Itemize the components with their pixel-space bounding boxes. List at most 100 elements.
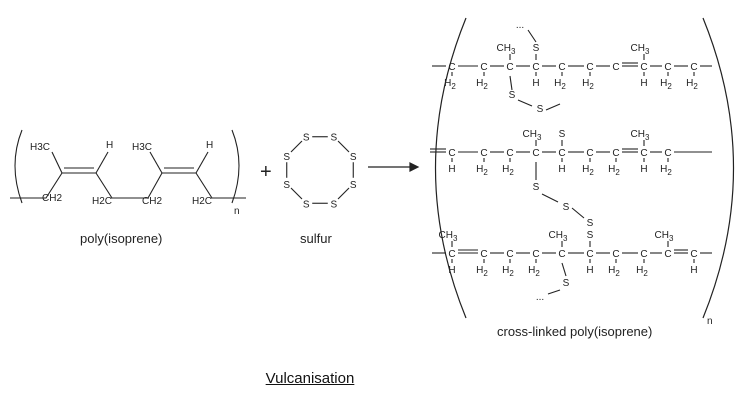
backbone-atom: C	[506, 148, 513, 159]
s-s-bond	[337, 140, 350, 153]
reaction-arrow	[368, 162, 420, 172]
backbone-atom: C	[558, 148, 565, 159]
hydrogen-atom: H2	[444, 78, 456, 91]
hydrogen-atom: H2	[660, 164, 672, 177]
hydrogen-atom: H2	[582, 78, 594, 91]
s-s-bond	[337, 187, 350, 200]
hydrogen-atom: H	[448, 265, 455, 276]
backbone-atom: C	[664, 148, 671, 159]
s-bond	[547, 289, 561, 295]
ellipsis: ...	[536, 292, 544, 303]
methyl-group: CH3	[497, 43, 516, 56]
backbone-atom: C	[612, 148, 619, 159]
sulfur-crosslinks: ... S S S S S S...	[509, 20, 594, 303]
atom-methylene: H2C	[92, 196, 112, 207]
backbone-atom: C	[664, 62, 671, 73]
backbone-atom: C	[690, 249, 697, 260]
sulfur-atom: S	[563, 278, 570, 289]
caption: Vulcanisation	[265, 370, 355, 387]
s-bond	[561, 262, 567, 277]
atom-methylene: CH2	[42, 193, 62, 204]
left-bracket	[14, 129, 23, 204]
product-brackets	[434, 17, 735, 319]
hydrogen-atom: H2	[686, 78, 698, 91]
polyisoprene-atoms: H3C H H3C H CH2 H2C CH2 H2C n	[30, 140, 240, 217]
backbone-atom: C	[448, 62, 455, 73]
s-bond	[545, 103, 561, 111]
sulfur-atom: S	[350, 152, 357, 163]
methyl-group: CH3	[523, 129, 542, 142]
hydrogen-atom: H2	[554, 78, 566, 91]
s-s-bond	[290, 187, 303, 200]
hydrogen-atom: H2	[476, 78, 488, 91]
methyl-group: CH3	[439, 230, 458, 243]
sulfur-atom: S	[559, 129, 566, 140]
sulfur-atom: S	[330, 133, 337, 144]
backbone-atom: C	[480, 62, 487, 73]
hydrogen-atom: H2	[608, 265, 620, 278]
atom-hydrogen: H	[106, 140, 113, 151]
atom-methylene: CH2	[142, 196, 162, 207]
backbone-atom: C	[586, 62, 593, 73]
methyl-group: CH3	[549, 230, 568, 243]
backbone-atom: C	[506, 249, 513, 260]
hydrogen-atom: H2	[528, 265, 540, 278]
hydrogen-atom: H	[586, 265, 593, 276]
sulfur-label: sulfur	[300, 231, 332, 246]
hydrogen-atom: H2	[608, 164, 620, 177]
methyl-group: CH3	[655, 230, 674, 243]
backbone-atom: C	[558, 62, 565, 73]
polyisoprene-structure	[10, 129, 246, 204]
hydrogen-atom: H	[532, 78, 539, 89]
repeat-subscript: n	[234, 206, 240, 217]
backbone-line	[10, 172, 246, 199]
product-repeat-subscript: n	[707, 316, 713, 327]
backbone-atom: C	[612, 62, 619, 73]
sulfur-atom: S	[350, 180, 357, 191]
methyl-group: CH3	[631, 129, 650, 142]
sulfur-atom: S	[533, 43, 540, 54]
hydrogen-atom: H	[448, 164, 455, 175]
backbone-atom: C	[480, 249, 487, 260]
backbone-atom: C	[690, 62, 697, 73]
hydrogen-atom: H2	[476, 265, 488, 278]
hydrogen-atom: H	[690, 265, 697, 276]
backbone-atom: C	[448, 249, 455, 260]
s-bond	[509, 75, 513, 91]
s-bond	[517, 99, 533, 107]
s-bond	[527, 29, 537, 43]
atom-hydrogen: H	[206, 140, 213, 151]
backbone-atom: C	[612, 249, 619, 260]
backbone-atom: C	[532, 249, 539, 260]
backbone-atom: C	[532, 62, 539, 73]
hydrogen-atom: H	[558, 164, 565, 175]
hydrogen-atom: H	[640, 78, 647, 89]
backbone-atom: C	[640, 62, 647, 73]
s-bond	[541, 193, 559, 203]
plus-sign: +	[260, 161, 272, 183]
sulfur-atom: S	[303, 199, 310, 210]
atom-methylene: H2C	[192, 196, 212, 207]
backbone-atom: C	[640, 249, 647, 260]
sulfur-atom: S	[587, 230, 594, 241]
backbone-atom: C	[532, 148, 539, 159]
hydrogen-atom: H2	[636, 265, 648, 278]
sulfur-atom: S	[537, 104, 544, 115]
hydrogen-atom: H2	[502, 265, 514, 278]
ellipsis: ...	[516, 20, 524, 31]
sulfur-atom: S	[283, 180, 290, 191]
backbone-atom: C	[480, 148, 487, 159]
s-s-bond	[290, 140, 303, 153]
backbone-atom: C	[586, 148, 593, 159]
hydrogen-atom: H2	[660, 78, 672, 91]
atom-methyl: H3C	[132, 142, 152, 153]
hydrogen-atom: H2	[476, 164, 488, 177]
product-label: cross-linked poly(isoprene)	[497, 324, 652, 339]
sulfur-atom: S	[509, 90, 516, 101]
right-bracket	[231, 129, 240, 204]
